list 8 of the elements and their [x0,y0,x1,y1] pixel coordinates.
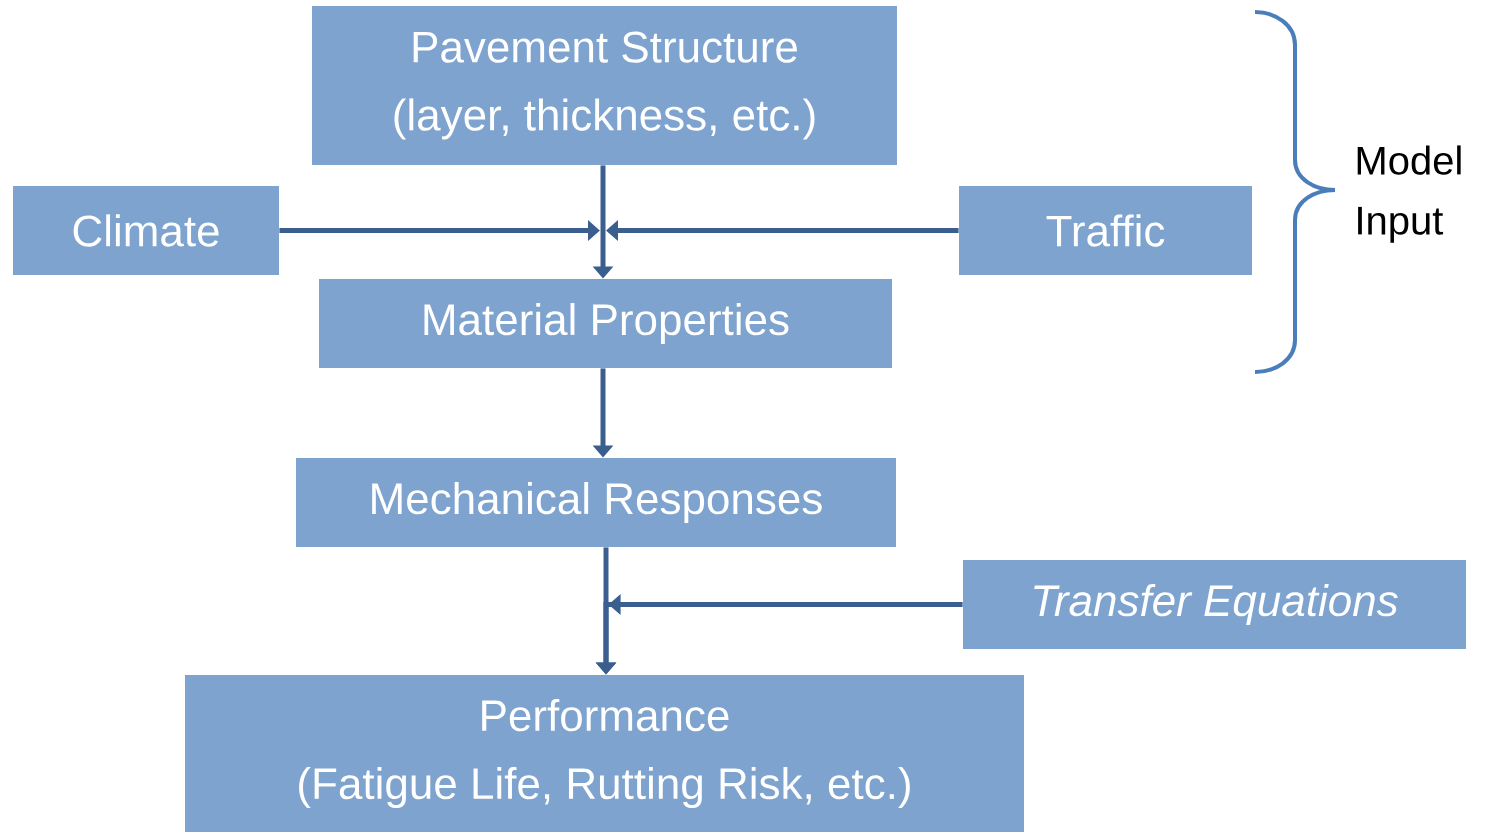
process-box: Traffic [959,186,1252,275]
process-box: Climate [13,186,279,275]
bracket-label: Model Input [1357,145,1461,243]
process-box: Pavement Structure (layer, thickness, etc.) [312,6,897,165]
process-box: Material Properties [319,279,892,368]
process-box: Performance (Fatigue Life, Rutting Risk, etc.) [185,675,1024,832]
process-box: Mechanical Responses [296,458,896,547]
process-box: Transfer Equations [963,560,1466,649]
